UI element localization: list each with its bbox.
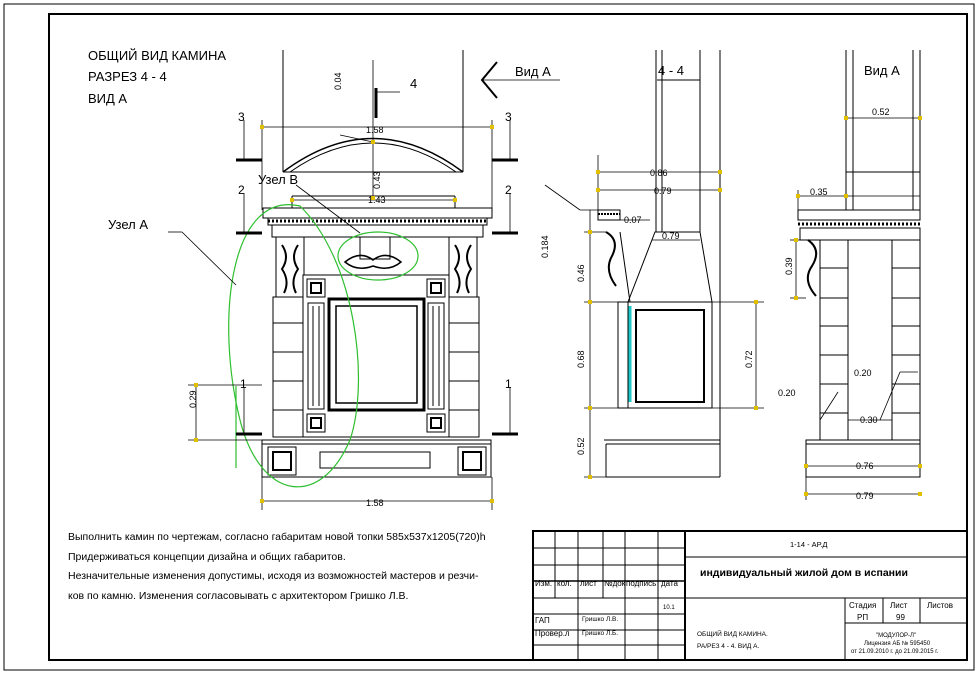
stamp-stage-value: РП	[857, 613, 868, 622]
stamp-col-kol: кол.	[557, 579, 572, 588]
note-line-2: Придерживаться концепции дизайна и общих…	[68, 550, 346, 563]
stamp-org-3: от 21.09.2010 г. до 21.09.2015 г.	[851, 649, 939, 655]
callout-node-a: Узел А	[108, 217, 148, 232]
stamp-gap-name: Гришко Л.В.	[582, 616, 618, 623]
dim-front-029: 0.29	[188, 390, 198, 408]
dim-side-035: 0.35	[810, 187, 828, 197]
front-cornice	[262, 207, 493, 219]
cut-3-right-label: 3	[505, 110, 512, 124]
side-title: Вид А	[864, 63, 900, 78]
dim-side-079: 0.79	[856, 491, 874, 501]
stamp-org-1: "МОДУЛОР-Л"	[876, 633, 916, 639]
dim-section-072: 0.72	[744, 350, 754, 368]
front-ornament	[343, 254, 403, 269]
dim-side-020a: 0.20	[854, 368, 872, 378]
section-view	[597, 50, 721, 478]
dim-section-086: 0.86	[650, 168, 668, 178]
stamp-col-podpis: подпись	[626, 579, 656, 588]
header-line-1: ОБЩИЙ ВИД КАМИНА	[88, 48, 226, 63]
dim-section-079b: 0.79	[662, 231, 680, 241]
stamp-col-list: лист	[580, 579, 597, 588]
section-dimension-ticks	[588, 170, 758, 479]
dim-front-043: 0.43	[372, 171, 382, 189]
section-flue-hood	[627, 231, 713, 303]
side-dimension-ticks	[794, 116, 922, 496]
title-block	[532, 530, 968, 661]
green-detail-outlines	[228, 204, 419, 488]
dim-front-004: 0.04	[333, 72, 343, 90]
cut-3-left-label: 3	[238, 110, 245, 124]
stamp-sheet-title-2: РА/РЕЗ 4 - 4. ВИД А.	[697, 643, 759, 650]
cut-1-right-label: 1	[505, 377, 512, 391]
stamp-check-name: Гришко Л.Б.	[582, 630, 618, 637]
cut-1-left-label: 1	[240, 377, 247, 391]
front-dimension-ticks	[194, 125, 494, 503]
stamp-col-data: дата	[661, 579, 679, 588]
sheet-outer-frame	[3, 3, 975, 671]
section-title: 4 - 4	[658, 63, 684, 78]
front-dimensions	[168, 60, 560, 510]
general-notes: Выполнить камин по чертежам, согласно га…	[68, 528, 528, 606]
cut-2-right-label: 2	[505, 183, 512, 197]
stamp-org-2: Лицензия АБ № 595450	[864, 640, 931, 647]
dim-side-076: 0.76	[856, 461, 874, 471]
callout-node-b: Узел В	[258, 172, 298, 187]
dim-front-143: 1.43	[368, 195, 386, 205]
stamp-sheet-title-1: ОБЩИЙ ВИД КАМИНА.	[697, 629, 768, 638]
side-view	[797, 50, 921, 478]
stamp-code: 1-14 - АР.Д	[790, 540, 827, 549]
dim-front-158-top: 1.58	[366, 125, 384, 135]
stamp-project: индивидуальный жилой дом в испании	[700, 567, 908, 579]
header-line-2: РАЗРЕЗ 4 - 4	[88, 69, 167, 84]
dim-section-052: 0.52	[576, 437, 586, 455]
dim-side-020b: 0.20	[778, 388, 796, 398]
stamp-col-ndok: №док	[604, 579, 626, 588]
dim-section-079: 0.79	[654, 186, 672, 196]
dim-section-046: 0.46	[576, 264, 586, 282]
stamp-gap-label: ГАП	[535, 616, 550, 625]
dim-side-052: 0.52	[872, 107, 890, 117]
cut-2-left-label: 2	[238, 183, 245, 197]
stamp-stage-label: Стадия	[849, 601, 876, 610]
stamp-sheet-value: 99	[896, 613, 905, 622]
front-firebox-opening	[327, 297, 426, 412]
callout-view-a-arrow: Вид А	[515, 64, 551, 79]
dim-section-0184: 0.184	[540, 235, 550, 258]
note-line-3: Незначительные изменения допустимы, исхо…	[68, 570, 479, 582]
dim-side-030: 0.30	[860, 415, 878, 425]
dim-section-007: 0.07	[624, 215, 642, 225]
dim-front-158-bottom: 1.58	[366, 498, 384, 508]
stamp-sheet-label: Лист	[890, 601, 908, 610]
dim-side-039: 0.39	[784, 257, 794, 275]
header-line-3: ВИД А	[88, 91, 127, 106]
stamp-check-label: Провер.л	[535, 629, 570, 638]
stamp-sheets-label: Листов	[927, 601, 953, 610]
note-line-1: Выполнить камин по чертежам, согласно га…	[68, 531, 486, 543]
front-base	[261, 439, 492, 478]
sheet-inner-frame	[48, 13, 968, 661]
dim-section-068: 0.68	[576, 350, 586, 368]
front-view	[261, 50, 493, 478]
stamp-col-izm: Изм.	[535, 579, 552, 588]
cut-4-label: 4	[410, 76, 417, 91]
note-line-4: ков по камню. Изменения согласовывать с …	[68, 589, 409, 602]
stamp-date-small: 10.1	[663, 605, 675, 611]
side-dimensions	[790, 117, 920, 500]
